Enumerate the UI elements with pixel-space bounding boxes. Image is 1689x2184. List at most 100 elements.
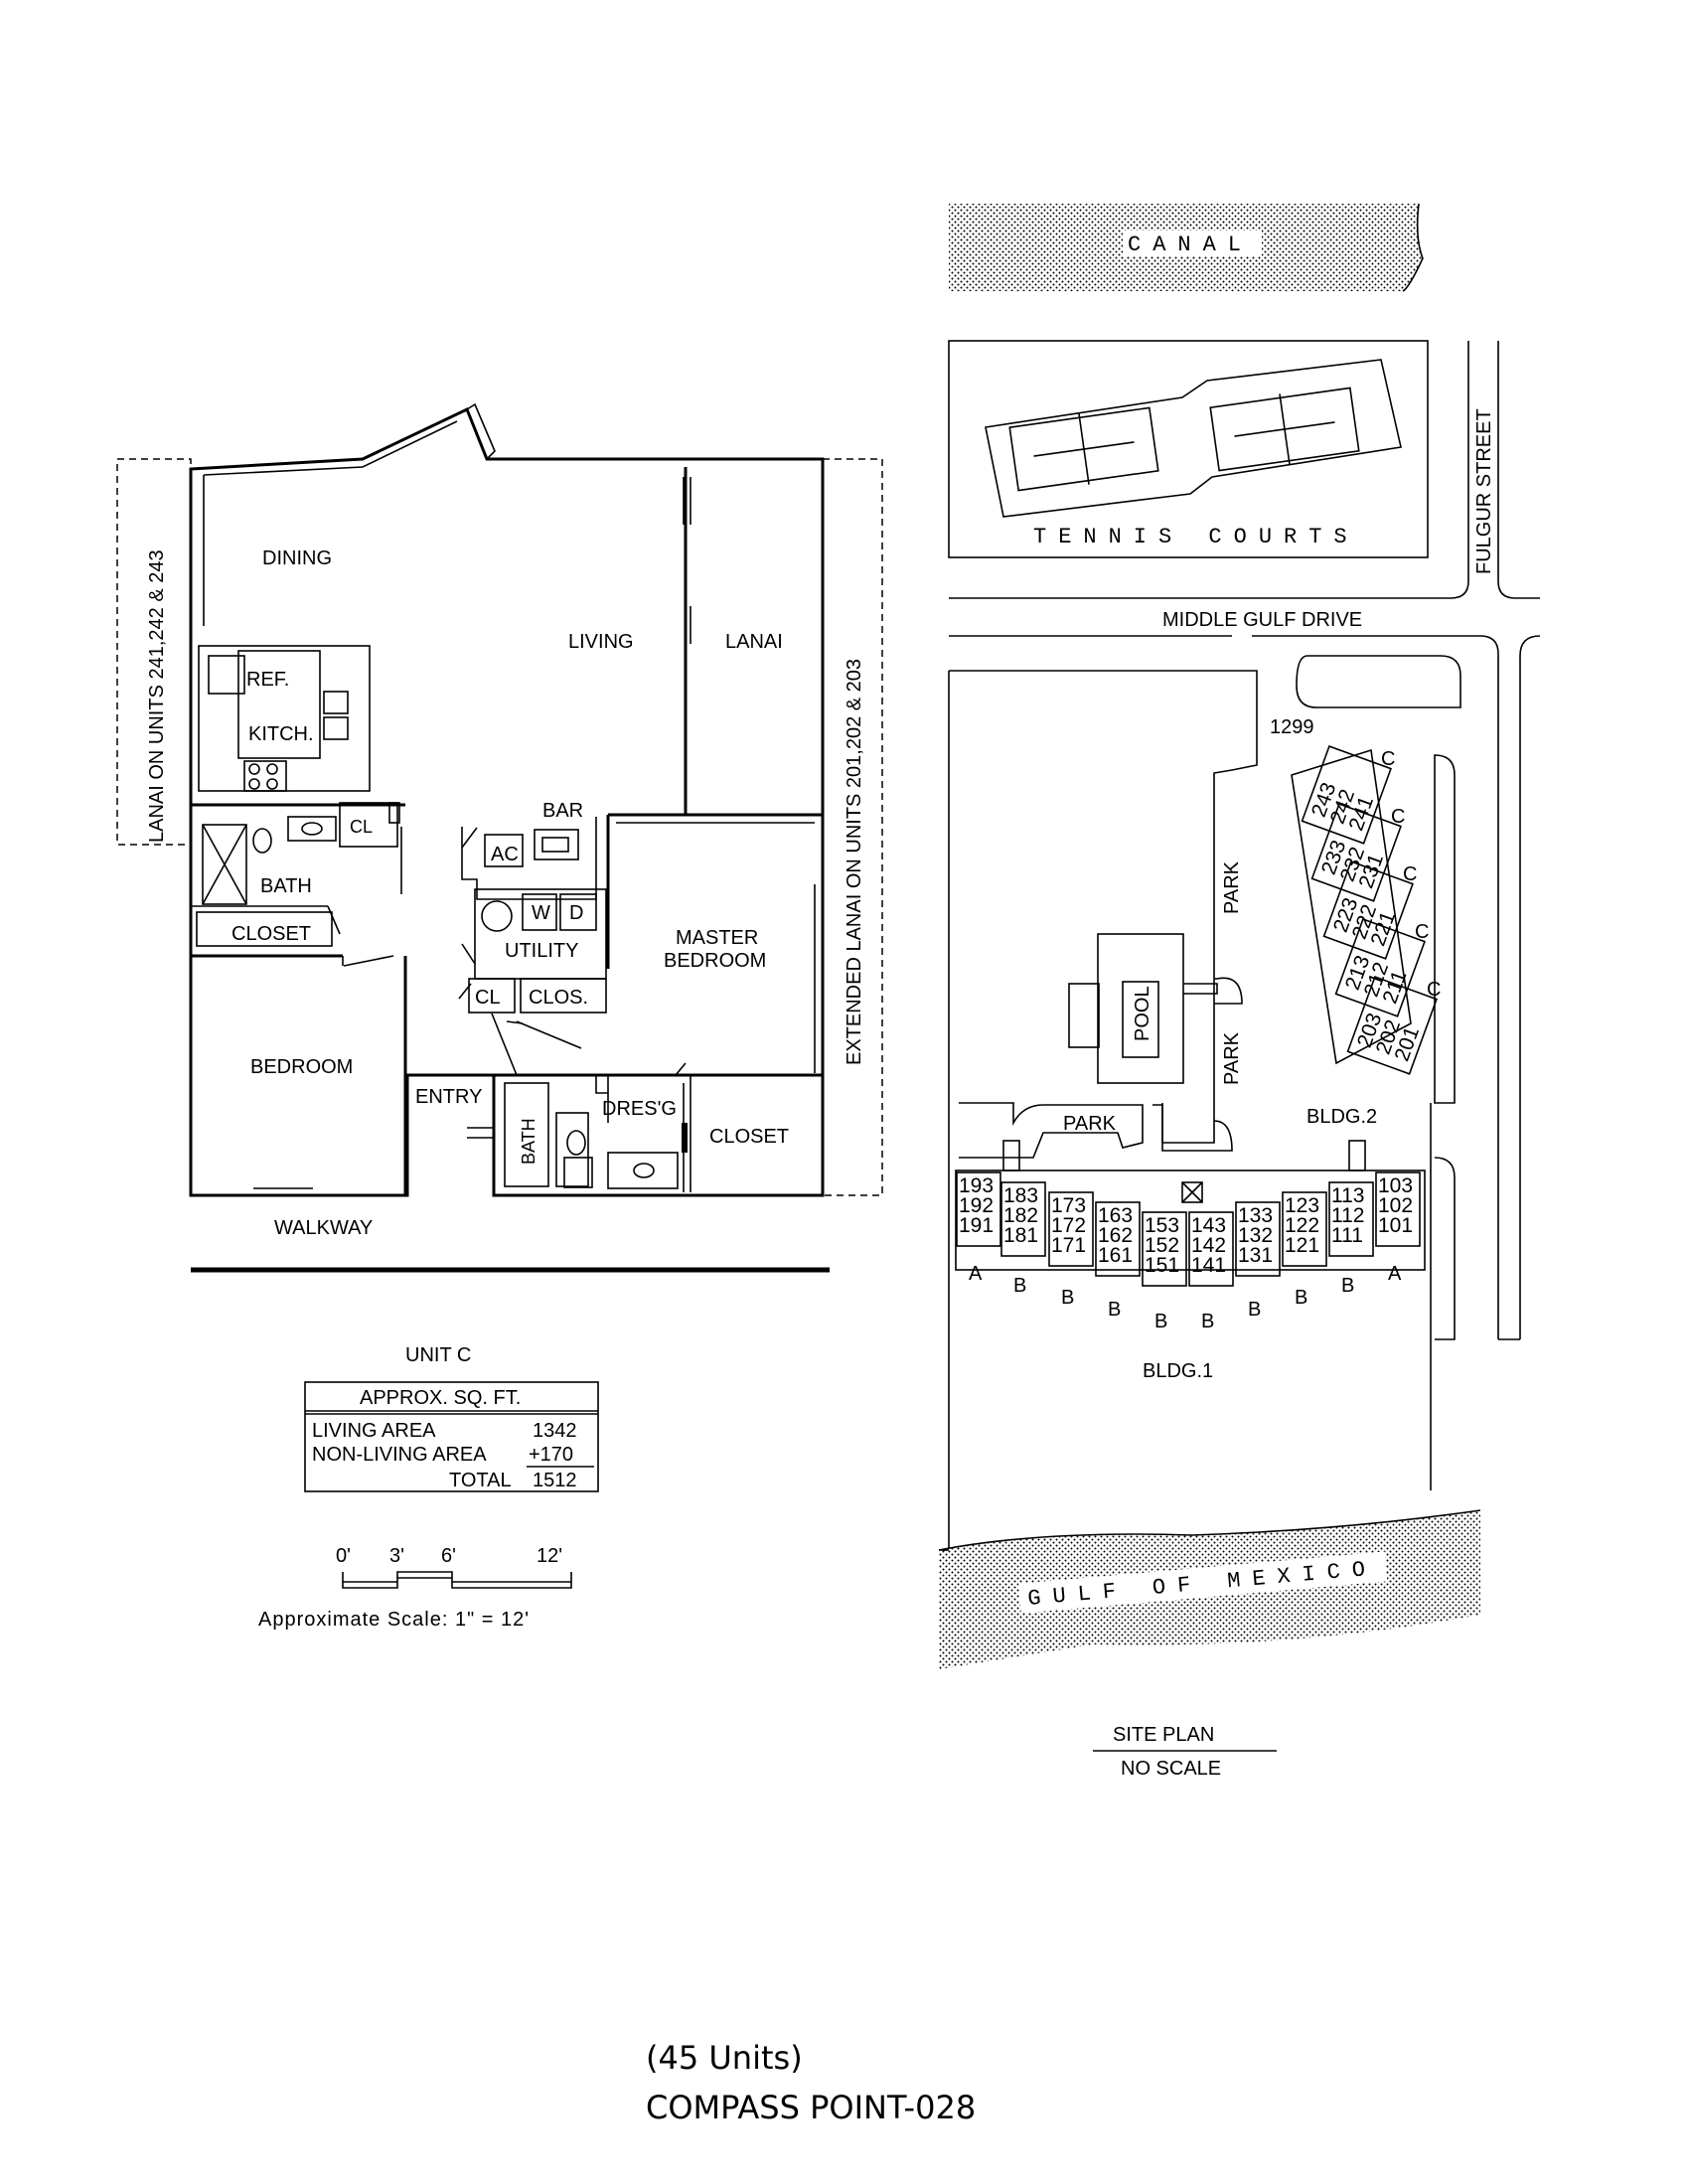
footer-count: (45 Units) (646, 2039, 803, 2077)
clos-label: CLOS. (529, 987, 588, 1009)
unit-number: 111 (1331, 1224, 1363, 1247)
unit-number: 173 (1051, 1194, 1086, 1217)
footer-name: COMPASS POINT-028 (646, 2089, 976, 2126)
unit-stack-box (1235, 1201, 1281, 1277)
shower (202, 824, 247, 905)
living-label: LIVING (568, 631, 634, 653)
non-living-area-value: +170 (529, 1444, 573, 1466)
unit-number: 181 (1003, 1224, 1038, 1247)
unit-number: 171 (1051, 1234, 1086, 1257)
master-label-2: BEDROOM (664, 950, 766, 972)
scale-tick-12: 12' (537, 1545, 562, 1567)
unit-number: 142 (1191, 1234, 1226, 1257)
unit-type-label: A (969, 1263, 983, 1285)
unit-type-label: C (1381, 748, 1395, 770)
unit-type-label: A (1388, 1263, 1402, 1285)
unit-stack-box (1142, 1211, 1187, 1287)
bath-left-label: BATH (260, 875, 312, 897)
unit-number: 141 (1191, 1254, 1226, 1277)
bldg2-label: BLDG.2 (1306, 1106, 1377, 1128)
unit-number: 151 (1145, 1254, 1179, 1277)
unit-number: 133 (1238, 1204, 1273, 1227)
unit-table-title: UNIT C (405, 1344, 471, 1366)
scale-tick-0: 0' (336, 1545, 351, 1567)
dressing-label: DRES'G (602, 1098, 677, 1120)
lanai-label: LANAI (725, 631, 783, 653)
unit-number: 143 (1191, 1214, 1226, 1237)
unit-number: 113 (1331, 1184, 1364, 1207)
site-plan-subtitle: NO SCALE (1121, 1758, 1221, 1780)
unit-type-label: B (1201, 1311, 1214, 1332)
unit-number: 182 (1003, 1204, 1038, 1227)
unit-type-label: B (1013, 1275, 1026, 1297)
unit-number: 131 (1238, 1244, 1273, 1267)
scale-label: Approximate Scale: 1" = 12' (258, 1609, 530, 1631)
bay-window (466, 402, 496, 460)
unit-stack-box (956, 1171, 1001, 1247)
unit-type-label: C (1403, 863, 1417, 885)
unit-area-table: UNIT C APPROX. SQ. FT. LIVING AREA 1342 … (304, 1344, 599, 1492)
unit-number: 183 (1003, 1184, 1038, 1207)
unit-type-label: B (1248, 1299, 1261, 1321)
building-2: 243242241C233232231C223222221C213212211C… (1291, 745, 1441, 1075)
unit-stack-box (1188, 1211, 1234, 1287)
unit-number: 192 (959, 1194, 994, 1217)
d-label: D (569, 902, 583, 924)
address-label: 1299 (1270, 716, 1314, 738)
unit-table-header: APPROX. SQ. FT. (360, 1387, 521, 1409)
lanai-right-note: EXTENDED LANAI ON UNITS 201,202 & 203 (844, 659, 865, 1065)
exterior-wall (189, 406, 825, 1197)
unit-stack-box (1328, 1181, 1374, 1257)
unit-number: 193 (959, 1174, 994, 1197)
cl-top-label: CL (350, 817, 373, 837)
unit-number: 172 (1051, 1214, 1086, 1237)
total-value: 1512 (533, 1470, 577, 1491)
scale-tick-3: 3' (389, 1545, 404, 1567)
pool-deck (1097, 933, 1184, 1084)
unit-type-label: C (1415, 921, 1429, 943)
unit-number: 161 (1098, 1244, 1133, 1267)
utility-label: UTILITY (505, 940, 578, 962)
unit-type-label: B (1061, 1287, 1074, 1309)
park-label-1: PARK (1221, 860, 1243, 914)
unit-number: 153 (1145, 1214, 1179, 1237)
bldg1-label: BLDG.1 (1143, 1360, 1213, 1382)
pool-label: POOL (1132, 986, 1153, 1041)
non-living-area-label: NON-LIVING AREA (312, 1444, 487, 1466)
unit-number: 152 (1145, 1234, 1179, 1257)
bedroom-label: BEDROOM (250, 1056, 353, 1078)
kitchen-label: KITCH. (248, 723, 314, 745)
dining-label: DINING (262, 547, 332, 569)
unit-type-label: B (1341, 1275, 1354, 1297)
master-label-1: MASTER (676, 927, 758, 949)
lanai-left-note: LANAI ON UNITS 241,242 & 243 (146, 549, 168, 843)
fulgur-street-label: FULGUR STREET (1473, 408, 1495, 574)
tennis-courts-label: TENNIS COURTS (1033, 525, 1359, 549)
total-label: TOTAL (449, 1470, 512, 1491)
unit-number: 163 (1098, 1204, 1133, 1227)
closet-left-label: CLOSET (231, 923, 311, 945)
bar-label: BAR (542, 800, 583, 822)
park-label-2: PARK (1221, 1031, 1243, 1085)
bath-right-label: BATH (519, 1118, 538, 1165)
unit-number: 103 (1378, 1174, 1413, 1197)
unit-stack-box (1282, 1191, 1327, 1267)
unit-stack-box (1375, 1171, 1421, 1247)
kitchen-counter (198, 645, 371, 792)
unit-number: 122 (1285, 1214, 1319, 1237)
unit-number: 191 (959, 1214, 994, 1237)
living-area-label: LIVING AREA (312, 1420, 436, 1442)
scale-bar: 0' 3' 6' 12' Approximate Scale: 1" = 12' (258, 1545, 572, 1631)
tub (504, 1082, 549, 1187)
unit-type-label: B (1295, 1287, 1307, 1309)
unit-type-label: C (1427, 979, 1441, 1001)
canal-label: CANAL (1128, 233, 1253, 257)
w-label: W (532, 902, 550, 924)
unit-type-label: C (1391, 806, 1405, 828)
unit-stack-box (1000, 1181, 1046, 1257)
unit-number: 112 (1331, 1204, 1364, 1227)
ref-label: REF. (246, 669, 289, 691)
